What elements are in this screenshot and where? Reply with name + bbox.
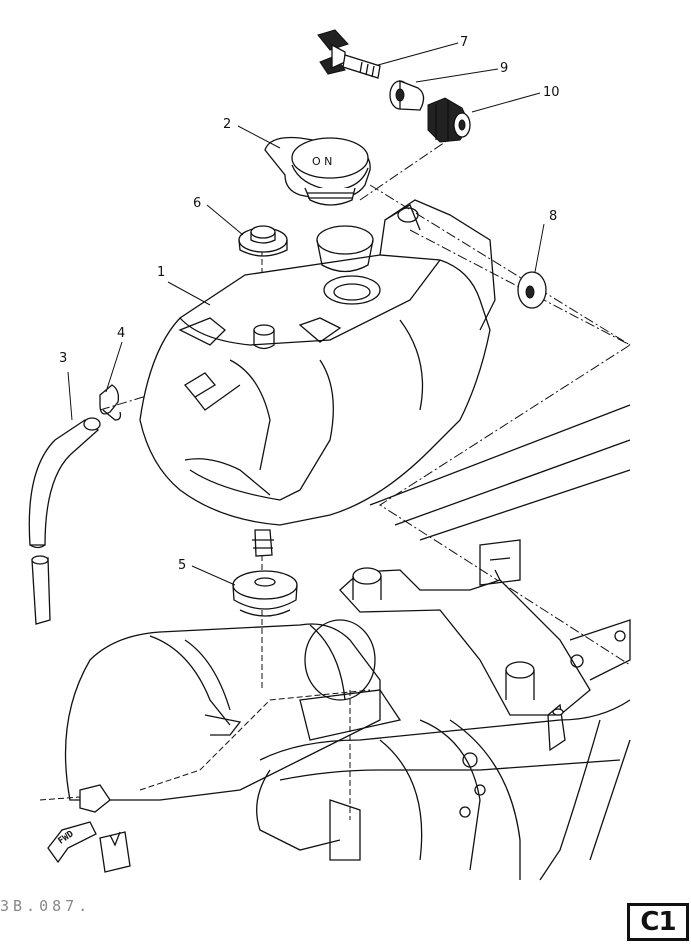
callout-1: 1 [157, 265, 166, 280]
washer [517, 271, 547, 309]
fwd-arrow-icon [47, 821, 97, 864]
fuel-hose [28, 417, 101, 625]
callout-9: 9 [500, 61, 509, 76]
page-badge: C1 [627, 903, 689, 941]
page-code: 3B.087. [0, 897, 92, 915]
callout-8: 8 [549, 209, 558, 224]
callout-6: 6 [193, 196, 202, 211]
callout-7: 7 [460, 35, 469, 50]
leader-lines [67, 42, 545, 586]
frame-assembly [39, 184, 631, 881]
collar [389, 80, 425, 111]
callout-2: 2 [223, 117, 232, 132]
page-badge-label: C1 [640, 907, 676, 937]
hose-clip [99, 384, 122, 421]
grommet-bottom [232, 570, 298, 617]
callout-3: 3 [59, 351, 68, 366]
callout-10: 10 [543, 85, 560, 100]
cap-text: O N [312, 155, 332, 168]
bolt [317, 29, 381, 79]
grommet-top [238, 225, 288, 257]
fuel-tank [139, 199, 496, 557]
fuel-cap: O N [264, 136, 371, 206]
damper [427, 97, 471, 143]
callout-5: 5 [178, 558, 187, 573]
callout-4: 4 [117, 326, 126, 341]
